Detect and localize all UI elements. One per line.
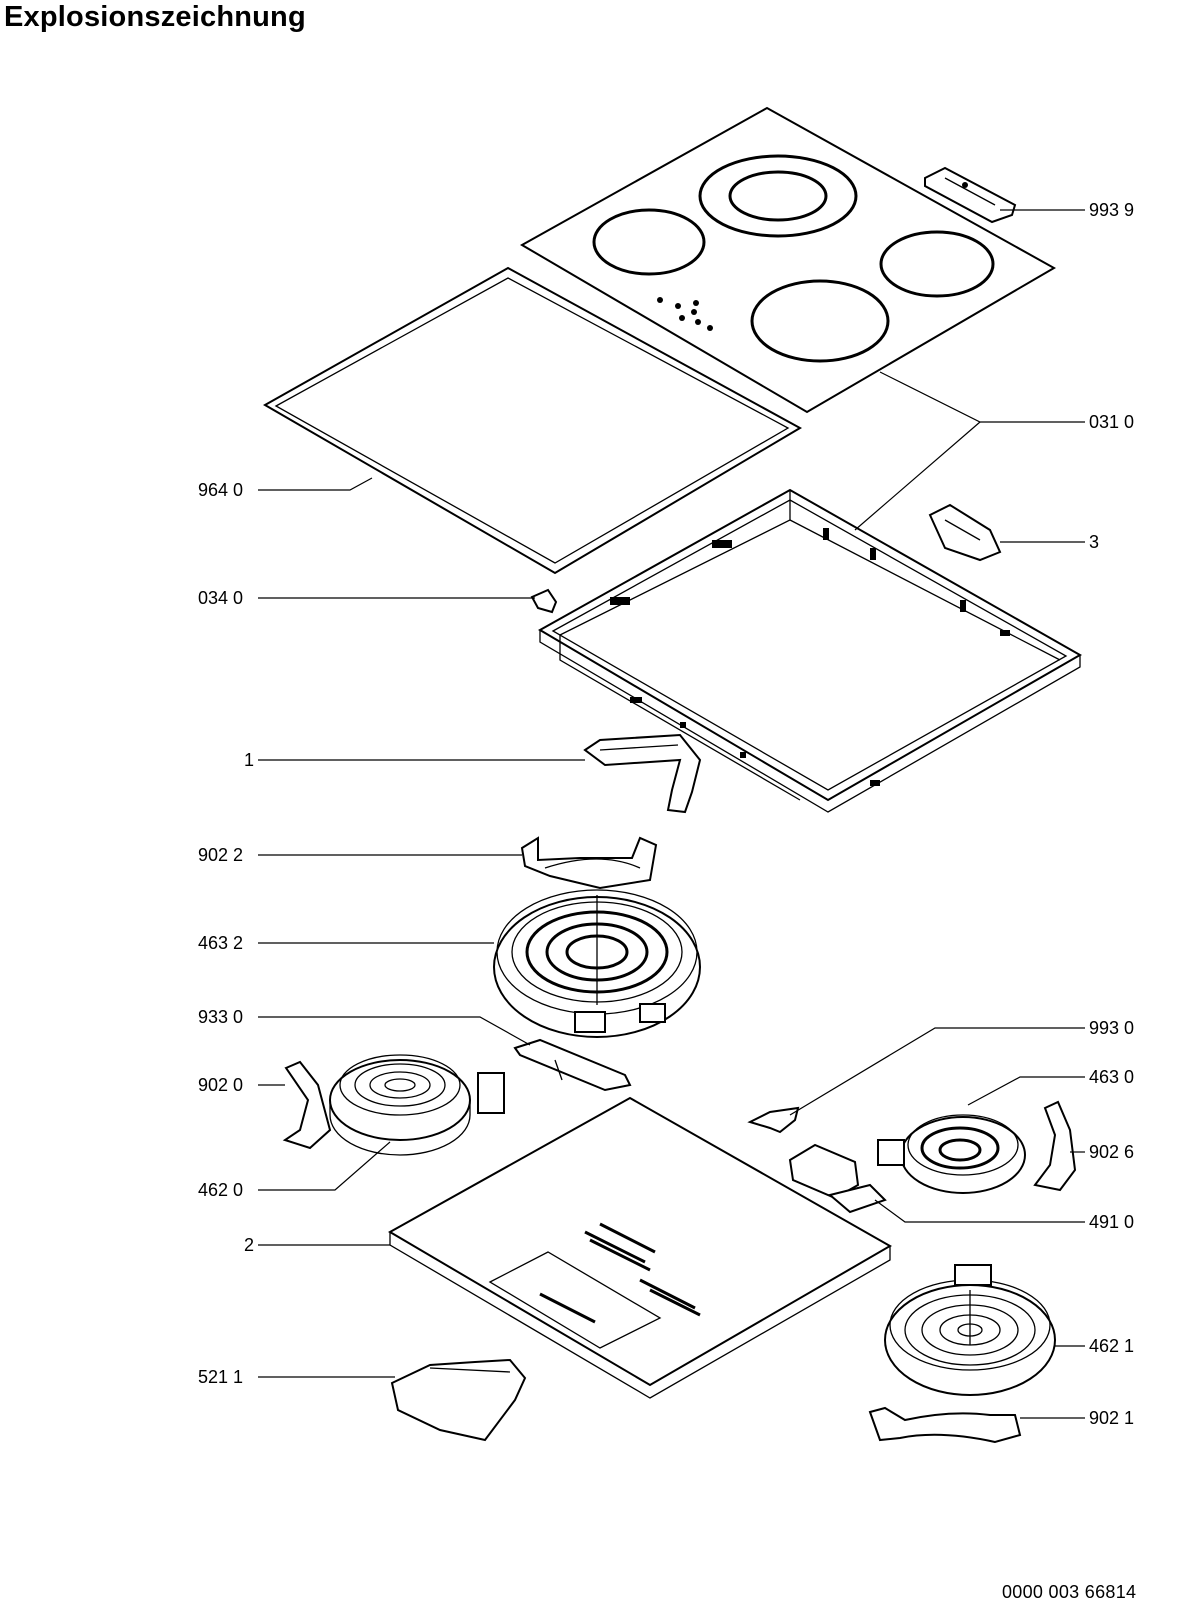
part-label-902-1: 902 1 (1089, 1408, 1134, 1428)
part-label-034-0: 034 0 (198, 588, 243, 608)
switching-relay (788, 1143, 887, 1214)
control-unit (390, 1358, 527, 1442)
heater-holder-bracket (520, 836, 658, 890)
part-label-993-9: 993 9 (1089, 200, 1134, 220)
bottom-housing (387, 1096, 893, 1399)
part-label-902-0: 902 0 (198, 1075, 243, 1095)
frame-seal (262, 266, 803, 575)
leader-lines (258, 209, 1085, 1419)
heater-clamp-front (868, 1406, 1022, 1444)
part-label-902-6: 902 6 (1089, 1142, 1134, 1162)
radiant-heater-left (329, 1054, 505, 1156)
part-label-463-2: 463 2 (198, 933, 243, 953)
mounting-clip (530, 588, 558, 614)
frame-bracket (928, 503, 1002, 562)
part-label-3: 3 (1089, 532, 1099, 552)
heater-clamp-left (282, 1060, 332, 1150)
part-label-933-0: 933 0 (198, 1007, 243, 1027)
part-label-521-1: 521 1 (198, 1367, 243, 1387)
part-label-491-0: 491 0 (1089, 1212, 1134, 1232)
radiant-heater-front (884, 1264, 1056, 1396)
part-label-993-0: 993 0 (1089, 1018, 1134, 1038)
radiant-heater-right (877, 1114, 1026, 1194)
part-label-902-2: 902 2 (198, 845, 243, 865)
part-label-462-0: 462 0 (198, 1180, 243, 1200)
part-label-1: 1 (244, 750, 254, 770)
part-label-031-0: 031 0 (1089, 412, 1134, 432)
part-label-462-1: 462 1 (1089, 1336, 1134, 1356)
part-label-463-0: 463 0 (1089, 1067, 1134, 1087)
temperature-limiter-rod (513, 1038, 632, 1092)
part-label-964-0: 964 0 (198, 480, 243, 500)
radiant-heater-large (493, 889, 701, 1038)
hold-down-bracket (924, 166, 1017, 224)
glass-ceramic-cooktop (519, 106, 1057, 414)
document-number: 0000 003 66814 (1002, 1582, 1137, 1602)
cable-bracket (583, 733, 702, 814)
frame-tray (537, 488, 1083, 813)
part-label-2: 2 (244, 1235, 254, 1255)
terminal-bracket (747, 1106, 800, 1134)
heater-clamp-right (1033, 1100, 1077, 1192)
page-title: Explosionszeichnung (4, 1, 306, 33)
